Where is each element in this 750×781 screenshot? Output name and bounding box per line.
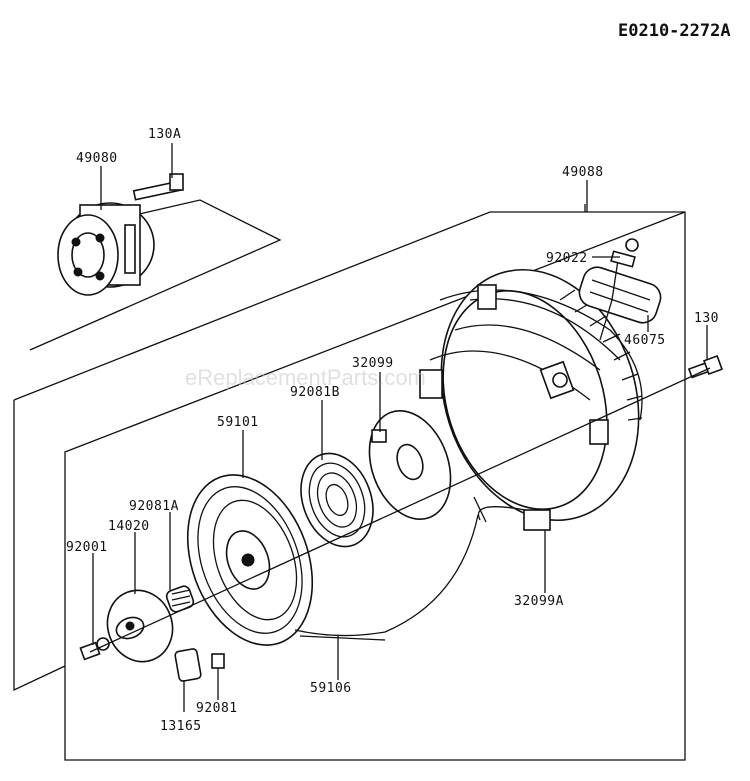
starter-rope-59106-part (294, 514, 479, 637)
watermark: eReplacementParts.com (185, 365, 426, 390)
label-92001: 92001 (66, 540, 108, 555)
label-49088: 49088 (562, 165, 604, 180)
diagram-code: E0210-2272A (618, 21, 731, 41)
label-92081a: 92081A (129, 499, 179, 514)
bolt-92001-part (79, 637, 110, 661)
label-130: 130 (694, 311, 719, 326)
cup-assembly (29, 173, 282, 351)
label-32099: 32099 (352, 356, 394, 371)
friction-plate-13165-part (174, 648, 225, 682)
label-46075: 46075 (624, 333, 666, 348)
ratchet-14020-part (106, 589, 174, 663)
cup-49080-part (57, 202, 155, 296)
label-32099a: 32099A (514, 594, 564, 609)
reel-59101-part (186, 474, 314, 646)
centre-line (89, 367, 711, 653)
leader-lines (92, 143, 708, 712)
spring-92081a-part (165, 585, 195, 613)
label-59106: 59106 (310, 681, 352, 696)
label-49080: 49080 (76, 151, 118, 166)
recoil-spring-92081b-part (300, 452, 374, 548)
bolt-130-part (687, 355, 723, 379)
bolt-130a-part (132, 173, 184, 201)
label-92022: 92022 (546, 251, 588, 266)
label-92081: 92081 (196, 701, 238, 716)
label-59101: 59101 (217, 415, 259, 430)
assembly-outline (13, 204, 686, 761)
spring-cover-32099-part (368, 409, 452, 521)
label-14020: 14020 (108, 519, 150, 534)
pin-92022-part (610, 238, 639, 268)
starter-housing-49088-part (419, 268, 643, 531)
label-13165: 13165 (160, 719, 202, 734)
label-92081b: 92081B (290, 385, 340, 400)
label-130a: 130A (148, 127, 181, 142)
starter-handle-46075-part (578, 259, 662, 341)
